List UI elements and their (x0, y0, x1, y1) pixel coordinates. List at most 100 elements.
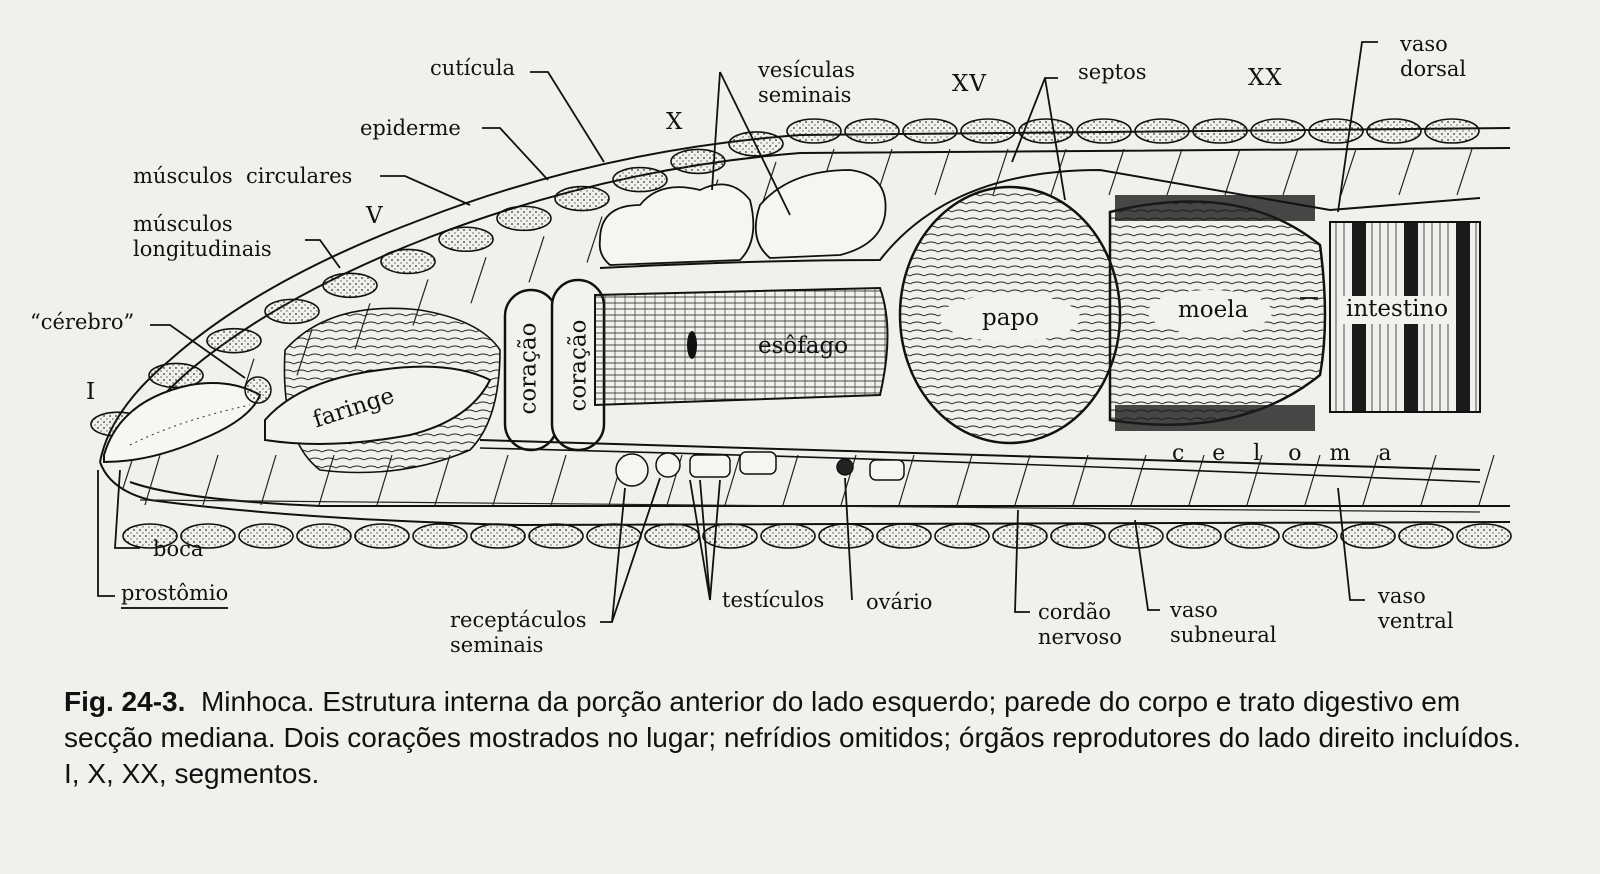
septum-line (586, 216, 603, 263)
ventral-segment-bump (180, 523, 236, 549)
septum-line (1072, 454, 1089, 506)
dorsal-segment-bump (670, 148, 726, 175)
ventral-segments (122, 523, 1512, 549)
septum-line (1362, 454, 1379, 506)
figure-caption: Fig. 24-3. Minhoca. Estrutura interna da… (64, 684, 1524, 792)
label-vesiculas-seminais: vesículas seminais (758, 58, 856, 107)
septum-line (956, 454, 973, 506)
septum-line (1456, 148, 1473, 196)
septum-line (840, 454, 857, 506)
septa (122, 148, 1495, 506)
septum-line (1166, 148, 1183, 196)
figure-number: Fig. 24-3. (64, 686, 186, 717)
dorsal-segment-bump (264, 298, 320, 325)
dorsal-segment-bump (1192, 118, 1248, 144)
ventral-segment-bump (1282, 523, 1338, 549)
seminal-vesicles (598, 169, 887, 266)
septum-line (1282, 148, 1299, 196)
dorsal-segments (90, 118, 1480, 438)
septum-line (1014, 454, 1031, 506)
ventral-segment-bump (122, 523, 178, 549)
dorsal-segment-bump (380, 248, 436, 275)
label-epiderme: epiderme (360, 116, 461, 140)
septum-line (202, 454, 219, 506)
ventral-segment-bump (586, 523, 642, 549)
dorsal-segment-bump (1308, 118, 1364, 144)
dorsal-segment-bump (902, 118, 958, 144)
ventral-segment-bump (760, 523, 816, 549)
ventral-segment-bump (702, 523, 758, 549)
esophagus (594, 286, 889, 407)
dorsal-segment-bump (148, 362, 204, 389)
ventral-segment-bump (296, 523, 352, 549)
label-vaso-subneural: vaso subneural (1170, 598, 1277, 647)
septum-line (1340, 148, 1357, 196)
septum-line (492, 454, 509, 506)
septum-line (550, 454, 567, 506)
dorsal-segment-bump (1250, 118, 1306, 144)
dorsal-segment-bump (612, 166, 668, 193)
septum-line (898, 454, 915, 506)
dorsal-segment-bump (206, 327, 262, 354)
segment-marker-X: X (666, 109, 684, 135)
ventral-segment-bump (238, 523, 294, 549)
ventral-segment-bump (934, 523, 990, 549)
nerve-cord (479, 439, 1481, 471)
ventral-segment-bump (876, 523, 932, 549)
segment-marker-XX: XX (1248, 65, 1283, 91)
label-coracao-2: coração (565, 319, 592, 412)
label-septos: septos (1078, 60, 1147, 84)
ventral-segment-bump (412, 523, 468, 549)
dorsal-segment-bump (554, 185, 610, 212)
label-receptaculos-seminais: receptáculos seminais (450, 608, 587, 657)
septum-line (1398, 148, 1415, 196)
label-intestino: intestino (1346, 296, 1449, 322)
segment-marker-V: V (366, 203, 384, 229)
septum-line (724, 454, 741, 506)
septum-line (260, 454, 277, 506)
dorsal-segment-bump (786, 118, 842, 144)
label-papo: papo (982, 305, 1040, 331)
label-testiculos: testículos (722, 588, 825, 612)
label-cuticula: cutícula (430, 56, 515, 80)
dorsal-segment-bump (1134, 118, 1190, 144)
dorsal-segment-bump (438, 226, 494, 253)
septum-line (470, 257, 487, 304)
segment-marker-XV: XV (952, 71, 987, 97)
septum-line (434, 454, 451, 506)
cerebral-ganglion (244, 376, 272, 404)
pharynx (264, 365, 492, 445)
segment-marker-I: I (86, 379, 97, 405)
dorsal-segment-bump (1366, 118, 1422, 144)
septum-line (144, 454, 161, 506)
ventral-segment-bump (1224, 523, 1280, 549)
label-coracao-1: coração (515, 322, 542, 415)
ventral-segment-bump (1166, 523, 1222, 549)
septum-line (1478, 454, 1495, 506)
label-cordao-nervoso: cordão nervoso (1038, 600, 1122, 649)
reproductive-organs (615, 451, 905, 487)
dorsal-segment-bump (960, 118, 1016, 144)
dorsal-segment-bump (1076, 118, 1132, 144)
dorsal-segment-bump (1424, 118, 1480, 144)
ventral-segment-bump (470, 523, 526, 549)
septum-line (1188, 454, 1205, 506)
septum-line (782, 454, 799, 506)
septum-line (1224, 148, 1241, 196)
label-vaso-dorsal: vaso dorsal (1400, 32, 1467, 81)
prostomium (103, 382, 262, 464)
label-celoma: c e l o m a (1172, 441, 1392, 466)
label-cerebro: “cérebro” (30, 310, 135, 334)
dorsal-vessel (599, 168, 1481, 269)
ventral-segment-bump (354, 523, 410, 549)
label-ovario: ovário (866, 590, 933, 614)
label-musculos-longitudinais: músculos longitudinais (133, 212, 272, 261)
figure-caption-text: Minhoca. Estrutura interna da porção ant… (64, 686, 1521, 789)
ventral-vessel (479, 447, 1481, 483)
ventral-segment-bump (1050, 523, 1106, 549)
septum-line (934, 148, 951, 196)
label-moela: moela (1178, 297, 1249, 323)
ventral-segment-bump (644, 523, 700, 549)
ventral-segment-bump (1456, 523, 1512, 549)
